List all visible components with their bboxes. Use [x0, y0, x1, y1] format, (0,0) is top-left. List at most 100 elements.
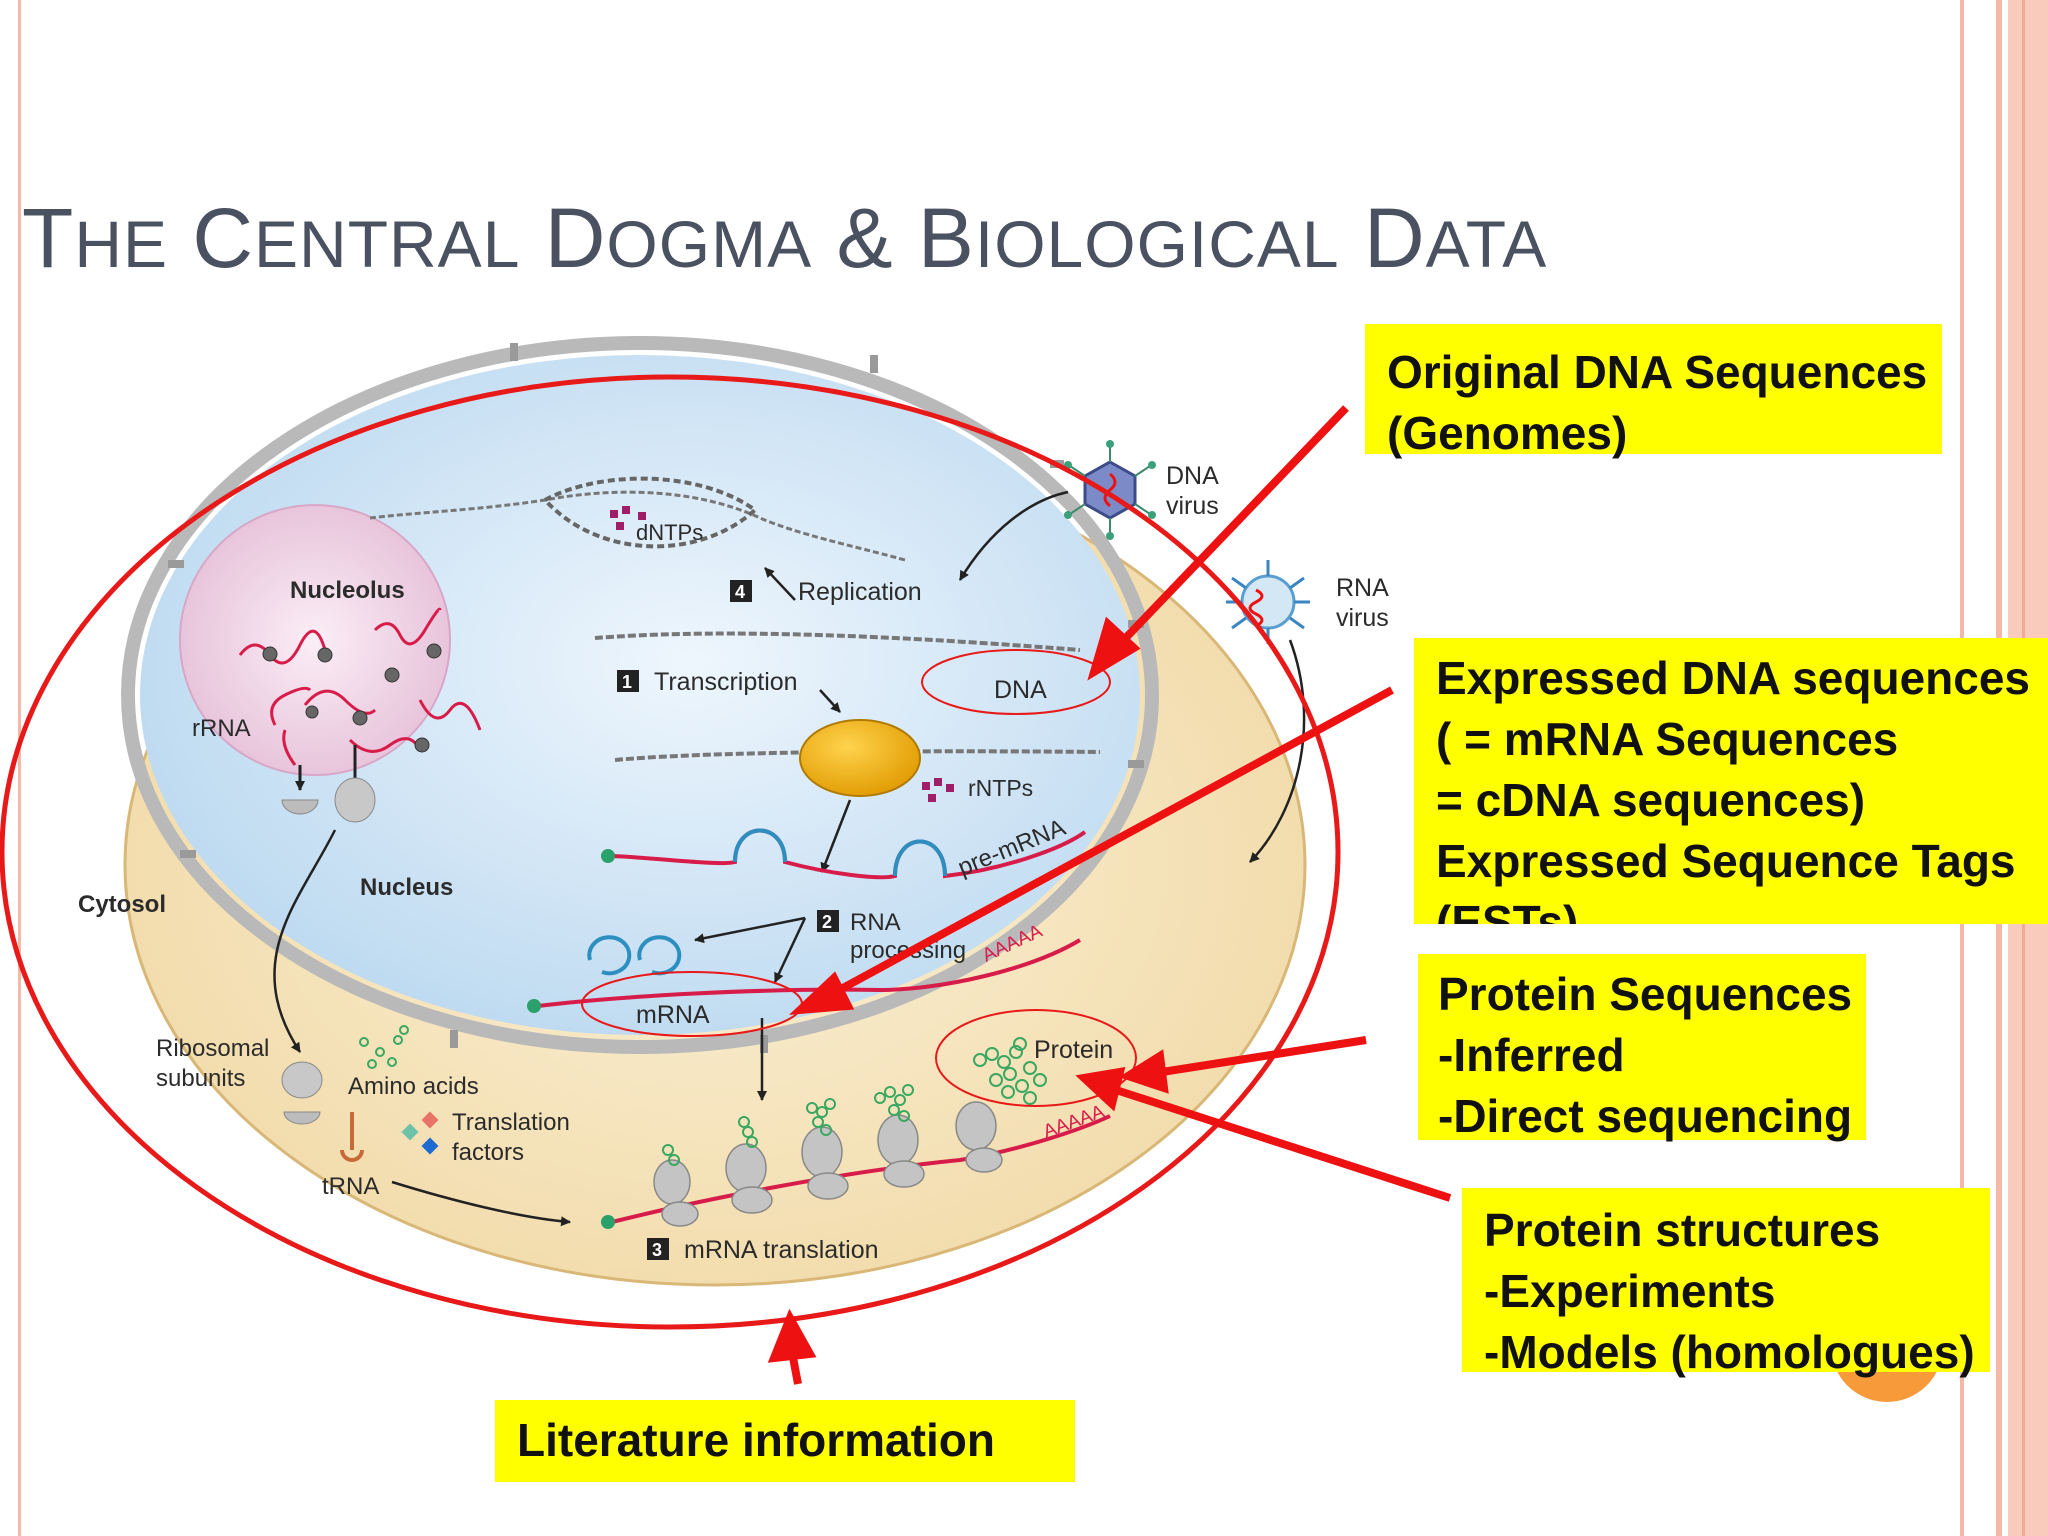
mrna-label: mRNA [636, 1001, 710, 1029]
rrna-label: rRNA [192, 715, 251, 742]
nucleolus [179, 504, 451, 776]
replication-bubble [543, 476, 759, 549]
callout-line: Protein structures [1484, 1204, 1881, 1256]
dna-virus-icon [1064, 440, 1156, 540]
literature-highlight-ellipse [0, 374, 1341, 1330]
dna-virus-label: DNA [1166, 462, 1219, 490]
callout-line: -Models (homologues) [1484, 1326, 1975, 1378]
callout-line: Expressed DNA sequences [1436, 652, 2031, 704]
ribosome-subunit [281, 1061, 323, 1125]
dna-highlight-ellipse [921, 649, 1111, 715]
step-1-badge [617, 670, 639, 692]
callout-line: Protein Sequences [1438, 968, 1853, 1020]
title-word: THE [22, 191, 168, 285]
callout-line: ( = mRNA Sequences [1436, 713, 1899, 765]
transcription-arrow [819, 689, 841, 713]
callout-line: -Experiments [1484, 1265, 1776, 1317]
slide-title: THE CENTRAL DOGMA & BIOLOGICAL DATA [22, 190, 1547, 287]
callout-protein-sequences: Protein Sequences -Inferred -Direct sequ… [1418, 954, 1866, 1142]
dntps-particles [610, 506, 646, 530]
subunit-export-path [273, 829, 337, 1053]
callout-line: = cDNA sequences) [1436, 774, 1866, 826]
rna-processing-label: RNA [850, 909, 901, 936]
title-word: DATA [1363, 191, 1548, 285]
callout-line: (Genomes) [1387, 407, 1628, 459]
intron-loop [733, 828, 787, 863]
cap [527, 999, 541, 1013]
step-4-number: 4 [735, 582, 745, 602]
nuclear-envelope [121, 336, 1159, 1054]
rna-polymerase [799, 719, 921, 797]
intron-loop [893, 839, 947, 877]
dna-label: DNA [994, 676, 1047, 704]
callout-line: Literature information [517, 1414, 995, 1466]
title-word: & [836, 191, 894, 285]
nucleus [140, 355, 1140, 1035]
amino-acids-label: Amino acids [348, 1073, 479, 1100]
rna-virus-label: RNA [1336, 574, 1389, 602]
callout-expressed: Expressed DNA sequences ( = mRNA Sequenc… [1414, 638, 2048, 924]
accent-stripe [18, 0, 21, 1536]
processing-arrow [694, 916, 806, 944]
cytosol-label: Cytosol [78, 891, 166, 918]
title-word: CENTRAL [192, 191, 521, 285]
nucleolus-particles [262, 643, 442, 753]
protein-highlight-ellipse [935, 1009, 1137, 1107]
trna-label: tRNA [322, 1173, 379, 1200]
rntps-particles [922, 778, 954, 802]
protein-label: Protein [1034, 1036, 1113, 1064]
mrna-strand [537, 938, 1082, 1008]
callout-line: Expressed Sequence Tags [1436, 835, 2016, 887]
polysome [653, 1084, 1003, 1227]
nucleolus-label: Nucleolus [290, 577, 405, 604]
dna-virus-label: virus [1166, 492, 1219, 520]
step-4-badge [730, 580, 752, 602]
callout-literature: Literature information [495, 1400, 1075, 1482]
translation-factors-label: factors [452, 1139, 524, 1166]
cap [601, 849, 615, 863]
protein-seq-arrow [1161, 1036, 1367, 1076]
trna-arrow [391, 1180, 571, 1227]
callout-arrows [767, 405, 1452, 1385]
amino-acid-dots [359, 1025, 409, 1069]
translation-factors-label: Translation [452, 1109, 570, 1136]
step-2-number: 2 [822, 912, 832, 932]
folded-protein [973, 1037, 1047, 1105]
mrna-arrow [828, 686, 1394, 999]
rntps-label: rNTPs [968, 775, 1033, 801]
dna-strand [594, 631, 1081, 652]
processing-arrow [820, 799, 852, 873]
rrna-strands [238, 607, 482, 766]
callout-genomes: Original DNA Sequences (Genomes) [1365, 324, 1942, 459]
step-3-number: 3 [652, 1240, 662, 1260]
replication-label: Replication [798, 578, 922, 606]
ribosome-subunit [281, 777, 376, 823]
pre-mrna-strand [611, 828, 1087, 880]
dntps-label: dNTPs [636, 520, 703, 545]
title-word: BIOLOGICAL [917, 191, 1340, 285]
callout-protein-structures: Protein structures -Experiments -Models … [1462, 1188, 1990, 1378]
callout-line: -Inferred [1438, 1029, 1625, 1081]
ribosomal-subunits-label: subunits [156, 1065, 245, 1092]
transcription-label: Transcription [654, 668, 798, 696]
callout-line: (ESTs) [1436, 896, 1579, 924]
rna-virus-label: virus [1336, 604, 1389, 632]
processing-arrow [773, 917, 807, 983]
genome-arrow [1115, 405, 1349, 649]
nucleus-label: Nucleus [360, 874, 453, 901]
trna-icon [340, 1112, 364, 1162]
step-3-badge [647, 1238, 669, 1260]
replication-dna [369, 490, 906, 562]
protein-structure-arrow [1114, 1086, 1452, 1202]
rna-virus-entry-path [1249, 639, 1306, 863]
ribosomal-subunits-label: Ribosomal [156, 1035, 269, 1062]
dna-virus-entry-path [958, 490, 1069, 581]
step-1-number: 1 [622, 672, 632, 692]
step-2-badge [817, 910, 839, 932]
replication-arrow [764, 567, 796, 601]
callout-line: -Direct sequencing [1438, 1090, 1853, 1142]
cap [601, 1215, 615, 1229]
mrna-translation-label: mRNA translation [684, 1236, 879, 1264]
callout-line: Original DNA Sequences [1387, 346, 1928, 398]
